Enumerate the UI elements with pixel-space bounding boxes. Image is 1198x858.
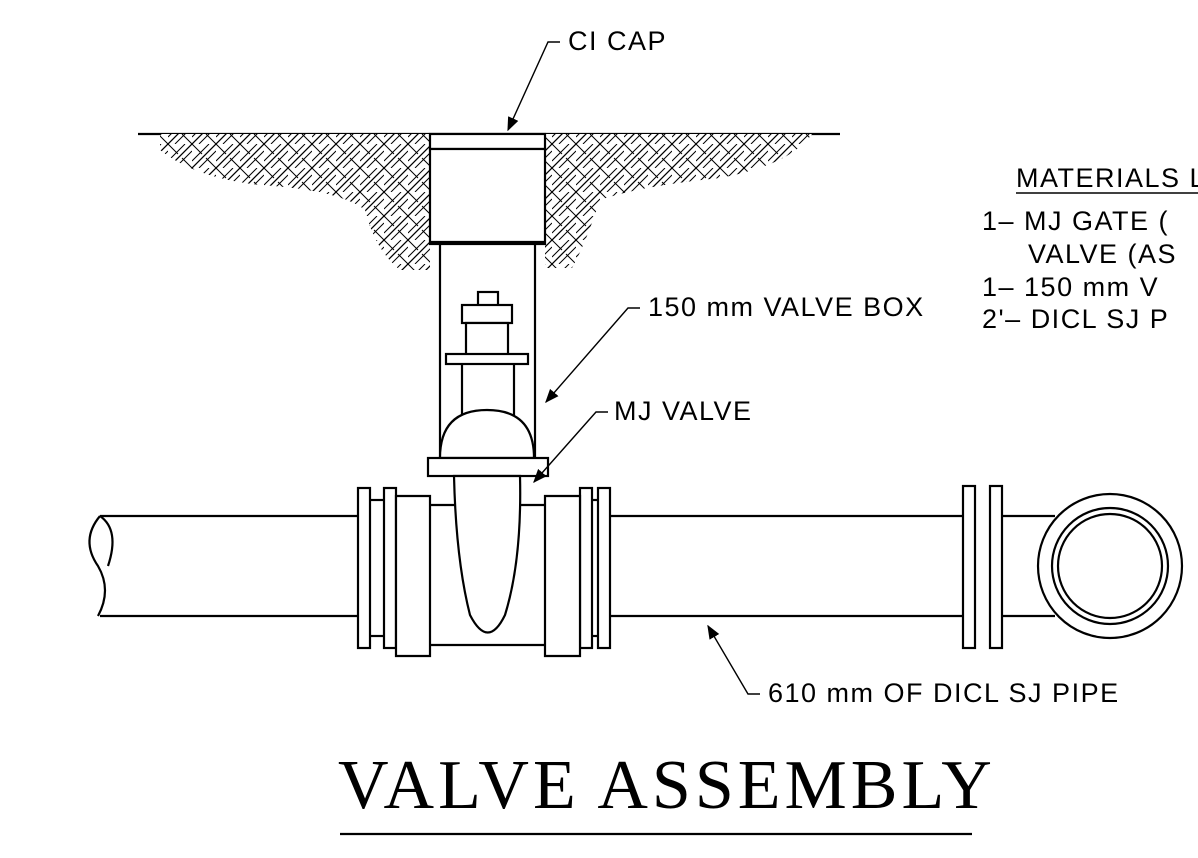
mj-valve <box>426 408 550 634</box>
materials-line-2: VALVE (AS <box>1028 239 1177 269</box>
pipe <box>88 484 1184 658</box>
materials-line-3: 1– 150 mm V <box>982 272 1159 302</box>
materials-heading: MATERIALS L <box>1016 163 1198 193</box>
pipe-end-outer <box>1036 492 1184 640</box>
leaders <box>507 41 760 695</box>
materials-list: MATERIALS L 1– MJ GATE ( VALVE (AS 1– 15… <box>982 163 1198 334</box>
pipe-label: 610 mm OF DICL SJ PIPE <box>768 678 1120 708</box>
valve-box-label: 150 mm VALVE BOX <box>648 292 925 322</box>
soil-left <box>160 134 430 270</box>
materials-line-1: 1– MJ GATE ( <box>982 206 1169 236</box>
materials-line-4: 2'– DICL SJ P <box>982 304 1169 334</box>
valve-bonnet <box>438 408 536 460</box>
ci-cap-label: CI CAP <box>568 26 667 56</box>
ci-cap <box>428 132 547 151</box>
soil-right <box>545 134 812 268</box>
mj-valve-label: MJ VALVE <box>614 396 753 426</box>
valve-gate <box>452 474 522 634</box>
valve-box-upper <box>428 147 547 246</box>
drawing-title: VALVE ASSEMBLY <box>338 747 996 824</box>
